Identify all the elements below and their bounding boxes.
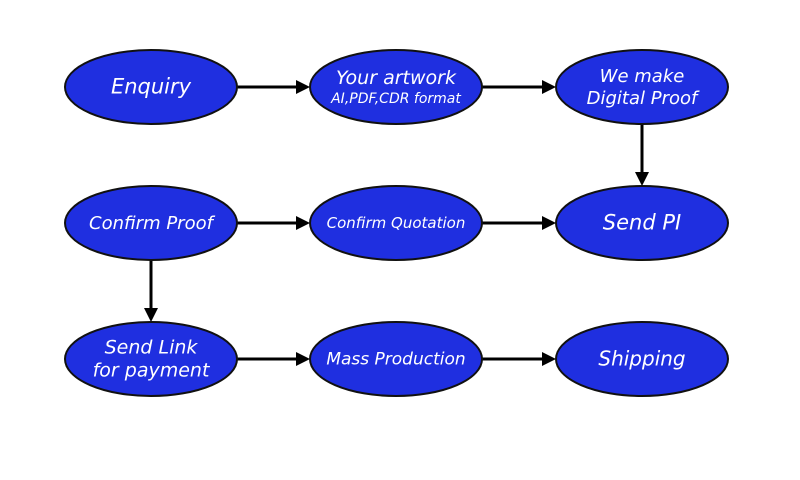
node-send-link-label: for payment [93,360,211,382]
node-enquiry-shape [64,49,238,125]
node-your-artwork-shape [309,49,483,125]
node-digital-proof-label: Digital Proof [587,88,700,109]
node-confirm-proof-shape [64,185,238,261]
node-send-link-shape [64,321,238,397]
arrow-head-icon [542,216,556,230]
edge-confirm-quotation-to-send-pi [482,216,556,230]
node-confirm-proof: Confirm Proof [64,185,238,261]
node-digital-proof-label: We make [600,66,685,87]
arrow-head-icon [542,352,556,366]
node-confirm-quotation: Confirm Quotation [309,185,483,261]
node-your-artwork-label: AI,PDF,CDR format [330,91,461,107]
edge-confirm-proof-to-send-link [144,260,158,322]
node-mass-production-shape [309,321,483,397]
node-send-pi: Send PI [555,185,729,261]
arrow-head-icon [635,172,649,186]
arrow-head-icon [144,308,158,322]
arrow-head-icon [296,80,310,94]
node-send-pi-shape [555,185,729,261]
node-confirm-quotation-shape [309,185,483,261]
edges-layer [144,80,649,366]
node-your-artwork-label: Your artwork [336,67,457,89]
arrow-head-icon [296,216,310,230]
node-shipping-label: Shipping [598,346,685,370]
node-enquiry-label: Enquiry [111,75,192,99]
node-shipping-shape [555,321,729,397]
arrow-head-icon [296,352,310,366]
node-send-pi-label: Send PI [603,211,681,235]
node-confirm-quotation-label: Confirm Quotation [327,214,466,232]
node-digital-proof-shape [555,49,729,125]
edge-confirm-proof-to-confirm-quotation [237,216,310,230]
node-send-link-label: Send Link [105,337,199,359]
node-mass-production: Mass Production [309,321,483,397]
edge-send-link-to-mass-production [237,352,310,366]
edge-mass-production-to-shipping [482,352,556,366]
edge-enquiry-to-your-artwork [237,80,310,94]
node-mass-production-label: Mass Production [326,349,465,369]
edge-digital-proof-to-send-pi [635,124,649,186]
edge-your-artwork-to-digital-proof [482,80,556,94]
arrow-head-icon [542,80,556,94]
node-shipping: Shipping [555,321,729,397]
node-confirm-proof-label: Confirm Proof [89,213,216,234]
node-enquiry: Enquiry [64,49,238,125]
